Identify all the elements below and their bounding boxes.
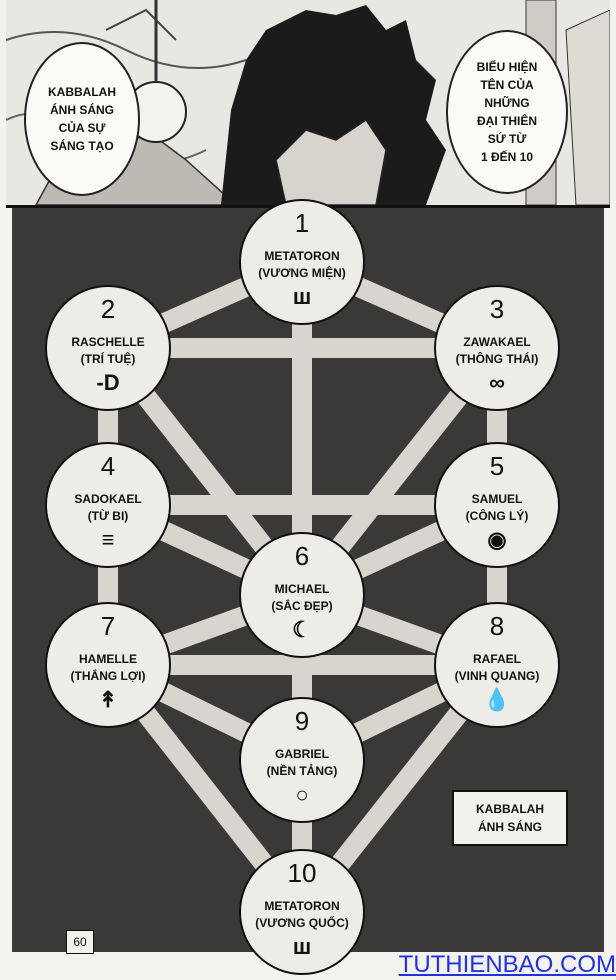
node-number: 8 — [490, 611, 504, 641]
node-circle — [239, 532, 365, 658]
node-circle — [45, 285, 171, 411]
node-name: RASCHELLE — [71, 335, 144, 349]
node-number: 7 — [101, 611, 115, 641]
right-speech-bubble: BIỂU HIỆN TÊN CỦA NHỮNG ĐẠI THIÊN SỨ TỪ … — [446, 30, 568, 194]
node-name: ZAWAKAEL — [463, 335, 530, 349]
node-subtitle: (THÔNG THÁI) — [456, 351, 539, 366]
arrow-d-glyph-icon: -D — [96, 370, 119, 395]
node-number: 3 — [490, 294, 504, 324]
node-circle — [45, 602, 171, 728]
crown-glyph-icon: ш — [293, 934, 311, 959]
infinity-icon: ∞ — [489, 370, 505, 395]
node-subtitle: (VƯƠNG QUỐC) — [255, 915, 349, 930]
node-subtitle: (NỀN TẢNG) — [267, 763, 338, 778]
node-name: SADOKAEL — [74, 492, 141, 506]
node-number: 4 — [101, 451, 115, 481]
node-circle — [239, 697, 365, 823]
watermark-link[interactable]: TUTHIENBAO.COM — [398, 951, 616, 978]
node-circle — [434, 285, 560, 411]
node-subtitle: (VƯƠNG MIỆN) — [258, 265, 346, 280]
caption-box: KABBALAH ÁNH SÁNG — [452, 790, 568, 846]
node-subtitle: (CÔNG LÝ) — [466, 508, 529, 523]
caption-line-1: KABBALAH — [476, 802, 544, 816]
node-number: 9 — [295, 706, 309, 736]
node-circle — [45, 442, 171, 568]
node-name: METATORON — [264, 899, 339, 913]
top-manga-panel: KABBALAH ÁNH SÁNG CỦA SỰ SÁNG TẠO BIỂU H… — [6, 0, 610, 208]
node-number: 2 — [101, 294, 115, 324]
node-number: 1 — [295, 208, 309, 238]
node-circle — [239, 849, 365, 975]
node-name: RAFAEL — [473, 652, 521, 666]
circle-icon: ○ — [295, 782, 308, 807]
node-name: MICHAEL — [275, 582, 330, 596]
node-subtitle: (VINH QUANG) — [455, 669, 540, 683]
eye-icon: ◉ — [487, 527, 506, 552]
node-name: HAMELLE — [79, 652, 137, 666]
arrow-up-icon: ↟ — [99, 687, 117, 712]
node-name: SAMUEL — [472, 492, 523, 506]
caption-line-2: ÁNH SÁNG — [477, 820, 542, 834]
node-subtitle: (SẮC ĐẸP) — [271, 598, 332, 613]
crown-glyph-icon: ш — [293, 284, 311, 309]
node-circle — [434, 442, 560, 568]
page-number: 60 — [66, 930, 94, 954]
node-number: 6 — [295, 541, 309, 571]
left-speech-bubble: KABBALAH ÁNH SÁNG CỦA SỰ SÁNG TẠO — [24, 42, 140, 196]
crescent-icon: ☾ — [292, 617, 312, 642]
node-name: METATORON — [264, 249, 339, 263]
node-subtitle: (TỪ BI) — [88, 508, 129, 523]
node-circle — [239, 199, 365, 325]
node-number: 10 — [288, 858, 317, 888]
node-subtitle: (TRÍ TUỆ) — [81, 351, 136, 366]
node-name: GABRIEL — [275, 747, 329, 761]
node-number: 5 — [490, 451, 504, 481]
node-circle — [434, 602, 560, 728]
drop-icon: 💧 — [483, 687, 510, 712]
triple-bar-icon: ≡ — [102, 527, 115, 552]
node-subtitle: (THẮNG LỢI) — [71, 668, 146, 683]
